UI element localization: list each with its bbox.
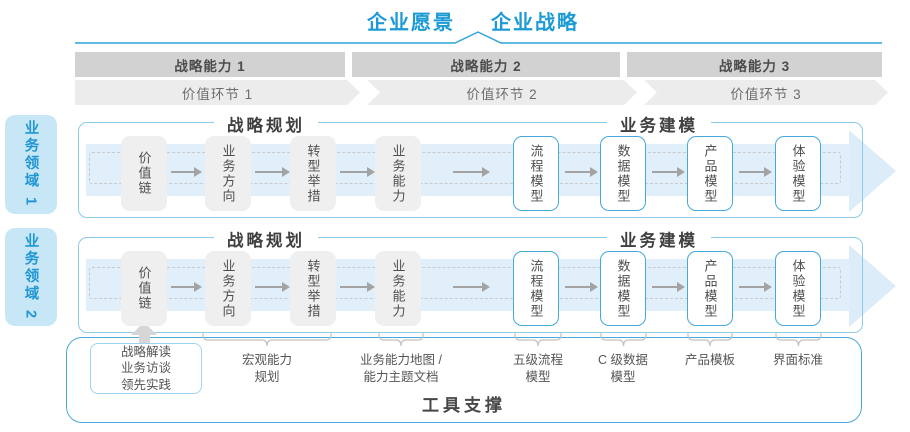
flow-row-domain-1: 战略规划 业务建模 价值链 业务方向 转型举措 业务能力 流程模型 数据模型 产… — [78, 112, 896, 218]
flow-arrow-head — [849, 245, 896, 327]
brace-process-model — [514, 332, 562, 347]
step-arrow — [652, 167, 685, 177]
capability-label-3: 战略能力 3 — [718, 58, 791, 74]
tool-label-ui-standard: 界面标准 — [772, 353, 824, 367]
planning-header-row1: 战略规划 — [214, 112, 318, 136]
tool-label-process-model: 五级流程 模型 — [512, 353, 564, 384]
box-experience-model: 体验模型 — [775, 136, 821, 211]
step-arrow — [565, 282, 598, 292]
value-label-3: 价值环节 3 — [730, 86, 802, 102]
brace-macro-capability — [202, 332, 332, 347]
box-experience-model: 体验模型 — [775, 251, 821, 326]
step-arrow — [340, 167, 375, 177]
vision-title: 企业愿景 — [367, 12, 455, 34]
capability-segment-3: 战略能力 3 — [627, 52, 882, 77]
step-arrow — [453, 282, 490, 292]
step-arrow — [340, 282, 375, 292]
box-process-model: 流程模型 — [513, 136, 559, 211]
flow-arrow-head — [849, 130, 896, 212]
dashed-track — [89, 267, 841, 299]
planning-header-row2: 战略规划 — [214, 227, 318, 251]
strategy-inputs-box: 战略解读 业务访谈 领先实践 — [90, 343, 202, 394]
box-transformation-initiatives: 转型举措 — [290, 136, 336, 211]
box-product-model: 产品模型 — [687, 251, 733, 326]
box-business-direction: 业务方向 — [205, 251, 251, 326]
box-business-capability: 业务能力 — [375, 251, 421, 326]
up-arrow-stem — [138, 335, 150, 346]
step-arrow — [171, 167, 202, 177]
step-arrow — [652, 282, 685, 292]
tool-label-product-template: 产品模板 — [684, 353, 736, 367]
capability-label-1: 战略能力 1 — [174, 58, 246, 74]
capability-label-2: 战略能力 2 — [450, 58, 522, 74]
modeling-header-row1: 业务建模 — [607, 112, 711, 136]
box-transformation-initiatives: 转型举措 — [290, 251, 336, 326]
tool-label-macro-capability: 宏观能力 规划 — [241, 353, 293, 384]
value-label-1: 价值环节 1 — [181, 86, 254, 102]
step-arrow — [739, 282, 772, 292]
dashed-track — [89, 152, 841, 184]
box-value-chain: 价值链 — [121, 251, 167, 326]
box-process-model: 流程模型 — [513, 251, 559, 326]
box-business-direction: 业务方向 — [205, 136, 251, 211]
brace-product-template — [687, 332, 733, 347]
box-product-model: 产品模型 — [687, 136, 733, 211]
tool-label-data-model: C 级数据 模型 — [597, 353, 649, 384]
strategy-title: 企业战略 — [491, 12, 579, 34]
value-chevron-1: 价值环节 1 — [75, 80, 360, 105]
box-data-model: 数据模型 — [600, 136, 646, 211]
step-arrow — [255, 282, 290, 292]
step-arrow — [171, 282, 202, 292]
caret-line — [75, 31, 882, 44]
top-title: 企业愿景 企业战略 — [18, 6, 910, 35]
row-right-border — [861, 132, 863, 210]
domain-tab-1: 业务领域 1 — [5, 115, 57, 214]
step-arrow — [565, 167, 598, 177]
brace-data-model — [600, 332, 647, 347]
brace-capability-map — [378, 332, 424, 347]
flow-row-domain-2: 战略规划 业务建模 价值链 业务方向 转型举措 业务能力 流程模型 数据模型 产… — [78, 227, 896, 333]
domain-tab-2: 业务领域 2 — [5, 228, 57, 326]
tool-support-container: 工具支撑 — [66, 337, 862, 423]
row-right-border — [861, 247, 863, 325]
capability-segment-1: 战略能力 1 — [75, 52, 345, 77]
brace-ui-standard — [775, 332, 822, 347]
step-arrow — [255, 167, 290, 177]
box-value-chain: 价值链 — [121, 136, 167, 211]
modeling-header-row2: 业务建模 — [607, 227, 711, 251]
capability-segment-2: 战略能力 2 — [352, 52, 620, 77]
box-business-capability: 业务能力 — [375, 136, 421, 211]
step-arrow — [453, 167, 490, 177]
value-chevron-3: 价值环节 3 — [644, 80, 888, 105]
value-chevron-2: 价值环节 2 — [367, 80, 637, 105]
tool-label-capability-map: 业务能力地图 / 能力主题文档 — [360, 353, 442, 384]
tool-support-title: 工具支撑 — [422, 396, 506, 415]
value-label-2: 价值环节 2 — [466, 86, 538, 102]
box-data-model: 数据模型 — [600, 251, 646, 326]
step-arrow — [739, 167, 772, 177]
